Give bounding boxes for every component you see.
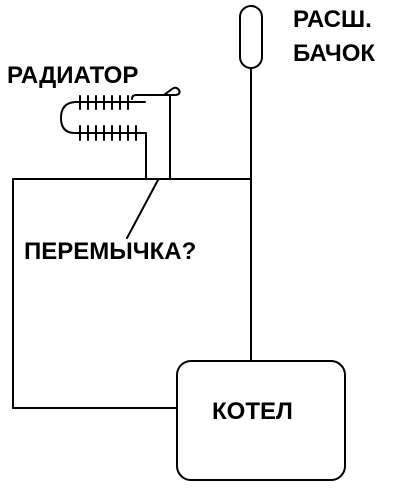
boiler-label: КОТЕЛ [212, 398, 293, 425]
jumper-pointer-line [126, 179, 159, 239]
expansion-tank-label-line2: БАЧОК [293, 40, 376, 67]
jumper-label: ПЕРЕМЫЧКА? [24, 238, 197, 265]
boiler [176, 360, 346, 481]
radiator-label: РАДИАТОР [7, 62, 139, 89]
expansion-tank-label-line1: РАСШ. [293, 6, 372, 33]
air-vent-icon [163, 86, 181, 96]
expansion-tank [239, 5, 263, 69]
radiator [60, 94, 171, 141]
